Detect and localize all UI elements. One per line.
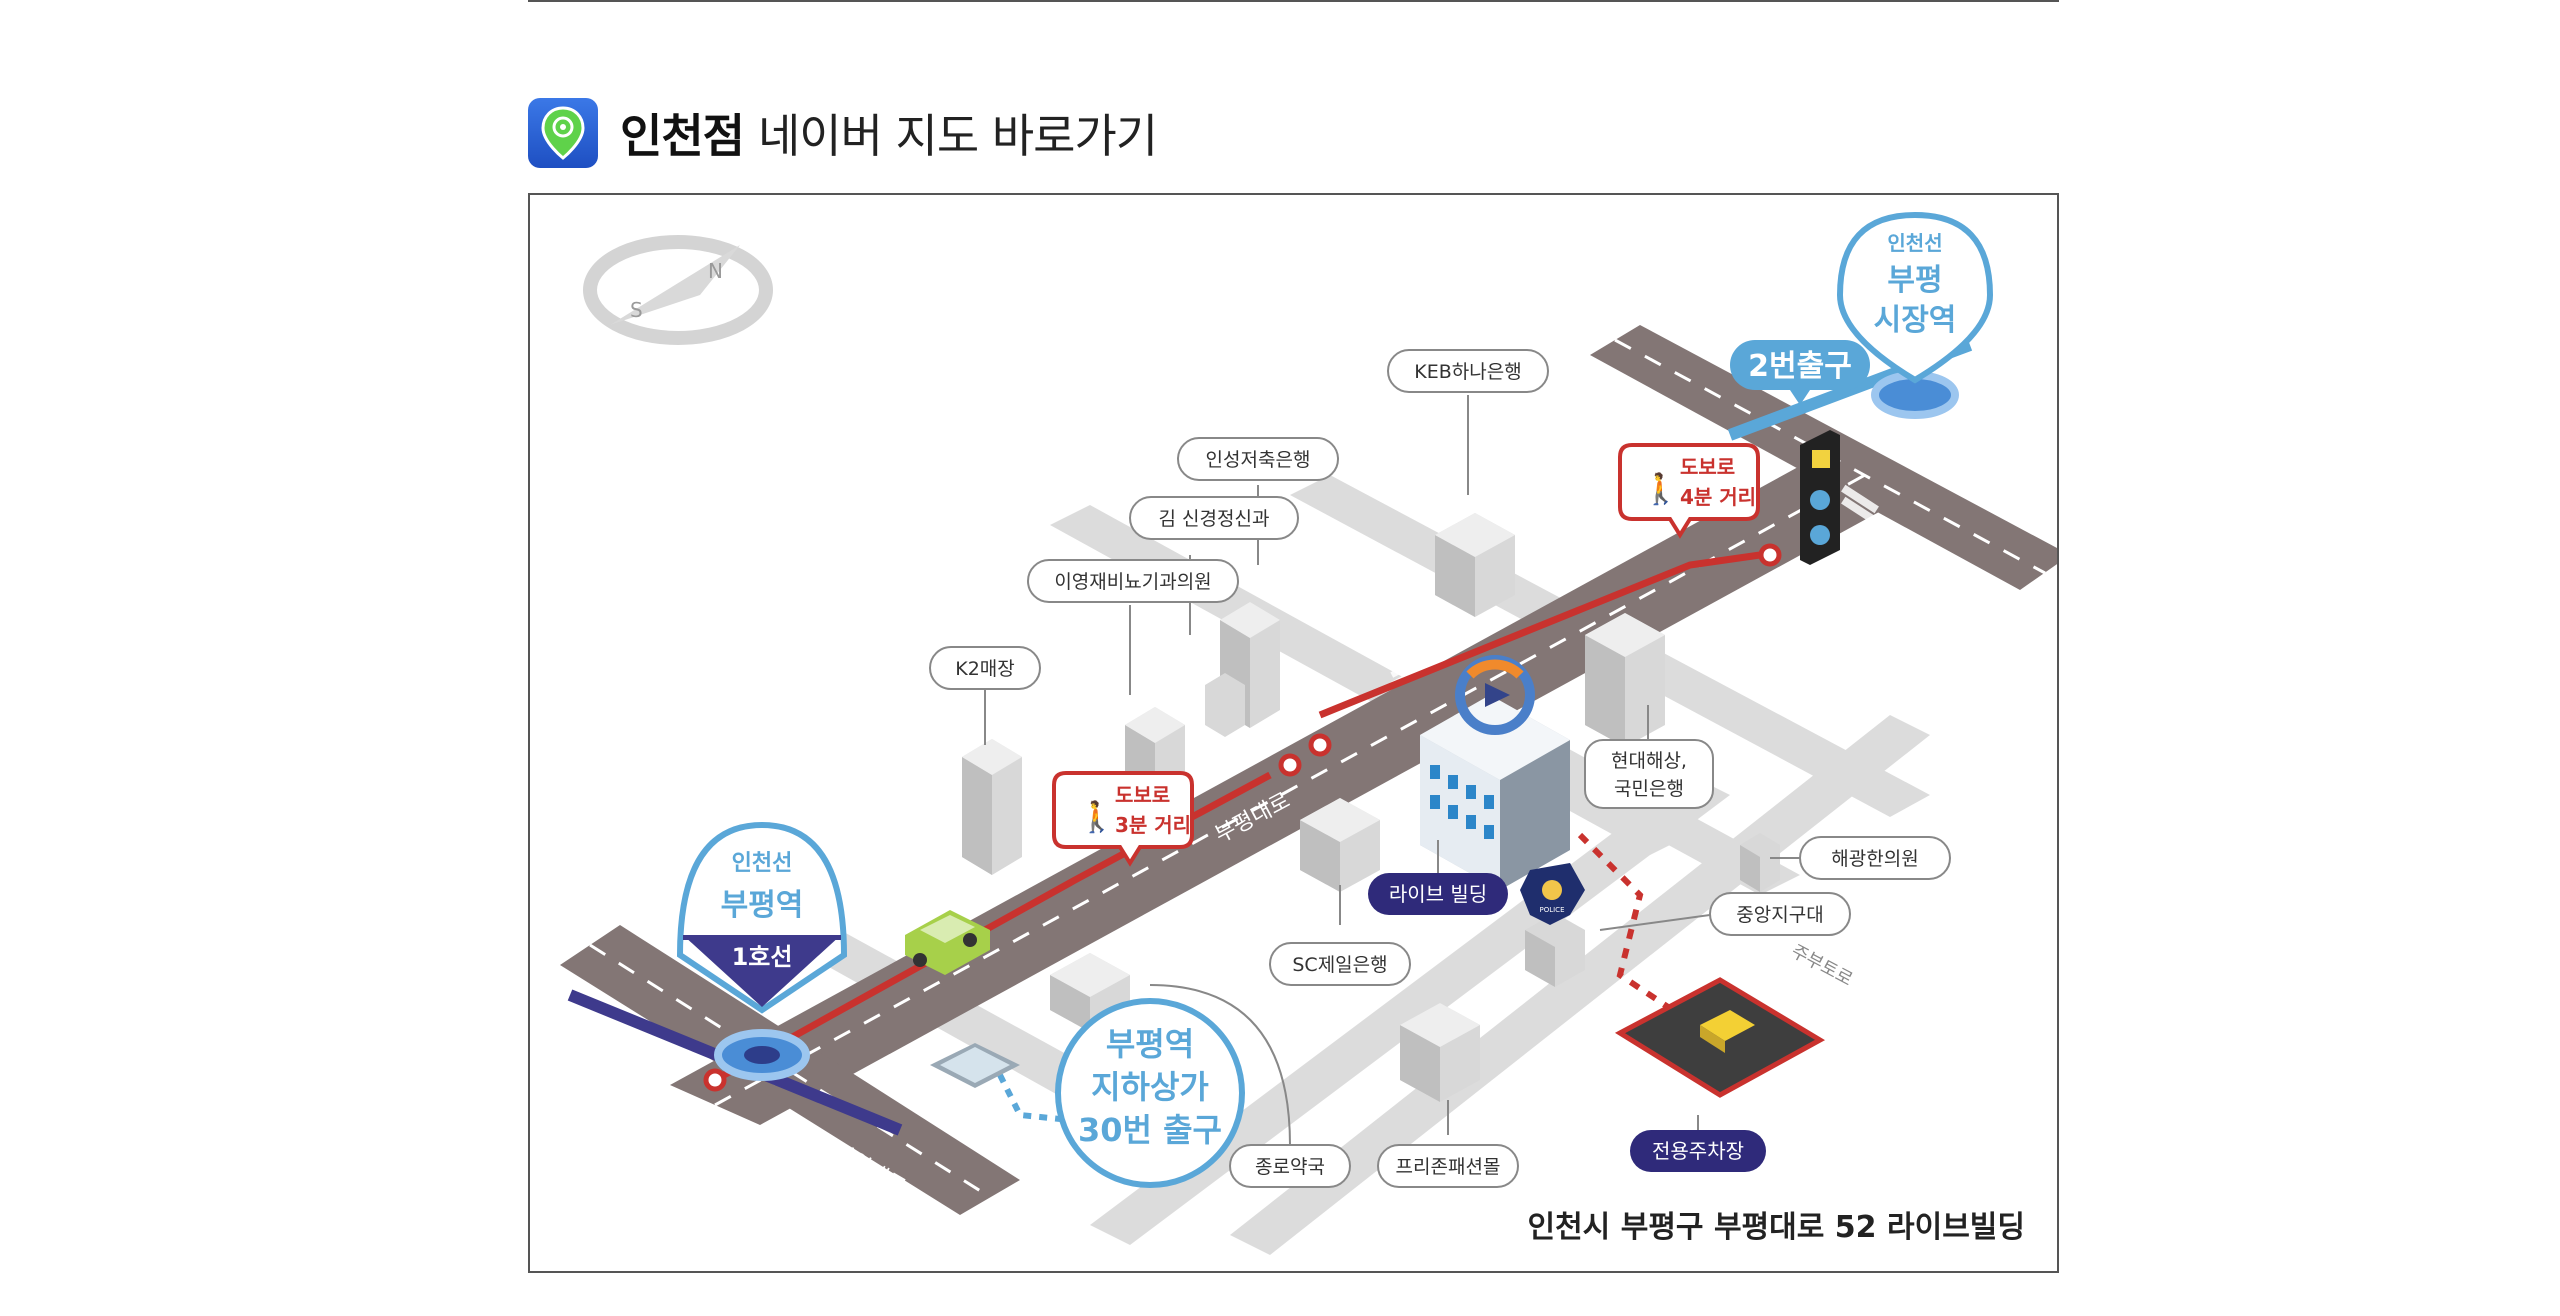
road-label-side: 주부토로: [1788, 941, 1856, 991]
landmark-sc: SC제일은행: [1269, 942, 1411, 986]
underground-mall-callout: 부평역 지하상가 30번 출구: [1055, 998, 1245, 1188]
landmark-haegwang: 해광한의원: [1799, 836, 1951, 880]
landmark-freezone-label: 프리존패션몰: [1396, 1156, 1501, 1178]
live-logo-icon: [1455, 655, 1535, 735]
landmark-keb: KEB하나은행: [1387, 349, 1549, 393]
landmark-hyundai-label-2: 국민은행: [1614, 778, 1684, 800]
branch-name: 인천점: [620, 109, 745, 163]
compass-icon: N S: [583, 235, 773, 345]
walker-icon-right: 🚶: [1642, 471, 1679, 507]
location-map[interactable]: N S: [528, 193, 2059, 1273]
buildings: [962, 513, 1780, 1102]
police-badge-text: POLICE: [1539, 906, 1564, 914]
landmark-police: 중앙지구대: [1709, 892, 1851, 936]
walker-icon: 🚶: [1078, 799, 1115, 835]
top-divider: [528, 0, 2059, 2]
police-badge-icon: POLICE: [1520, 863, 1585, 925]
landmark-kim: 김 신경정신과: [1129, 496, 1299, 540]
walk-callout-right: 🚶 도보로 4분 거리: [1618, 443, 1760, 539]
landmark-jongro: 종로약국: [1229, 1144, 1351, 1188]
walking-routes: [713, 551, 1761, 1084]
landmark-k2-label: K2매장: [955, 658, 1015, 680]
walk-callout-left: 🚶 도보로 3분 거리: [1052, 771, 1194, 867]
walk-left-line2: 3분 거리: [1115, 813, 1191, 837]
exit-tower-icon: [1800, 430, 1840, 565]
naver-map-link[interactable]: 네이버 지도 바로가기: [757, 109, 1158, 163]
landmark-kim-label: 김 신경정신과: [1159, 508, 1270, 530]
station-right-name-1: 부평: [1887, 263, 1942, 298]
walk-left-line1: 도보로: [1115, 783, 1170, 807]
underground-line2: 지하상가: [1091, 1068, 1209, 1106]
landmark-k2: K2매장: [929, 646, 1041, 690]
exit-label: 2번출구: [1748, 349, 1852, 384]
parking-label[interactable]: 전용주차장: [1630, 1130, 1766, 1172]
landmark-jongro-label: 종로약국: [1255, 1156, 1325, 1178]
walk-right-line1: 도보로: [1680, 455, 1735, 479]
landmark-sc-label: SC제일은행: [1292, 954, 1387, 976]
landmark-lee: 이영재비뇨기과의원: [1027, 559, 1239, 603]
address-text: 인천시 부평구 부평대로 52 라이브빌딩: [1527, 1210, 2025, 1245]
live-building[interactable]: [1420, 655, 1570, 890]
landmark-keb-label: KEB하나은행: [1414, 361, 1521, 383]
parking-lot[interactable]: [1614, 977, 1826, 1098]
landmark-insung-label: 인성저축은행: [1206, 449, 1311, 471]
landmark-haegwang-label: 해광한의원: [1831, 848, 1918, 870]
underground-stairs-icon: [930, 1043, 1020, 1088]
route-markers: [703, 543, 1782, 1092]
compass-south: S: [630, 298, 643, 322]
landmark-insung: 인성저축은행: [1177, 437, 1339, 481]
underground-line1: 부평역: [1106, 1025, 1194, 1063]
station-left-sub: 1호선: [732, 943, 793, 971]
map-pin-icon[interactable]: [528, 98, 598, 168]
landmark-freezone: 프리존패션몰: [1377, 1144, 1519, 1188]
station-right-line: 인천선: [1887, 231, 1942, 255]
landmark-police-label: 중앙지구대: [1736, 904, 1823, 926]
station-left-name: 부평역: [721, 888, 804, 923]
live-building-label[interactable]: 라이브 빌딩: [1368, 873, 1508, 915]
underground-line3: 30번 출구: [1078, 1111, 1222, 1149]
walk-right-line2: 4분 거리: [1680, 485, 1756, 509]
station-right-marker[interactable]: 인천선 부평 시장역 2번출구: [1730, 211, 1994, 419]
station-left-line: 인천선: [732, 851, 793, 876]
landmark-hyundai-label-1: 현대해상,: [1611, 750, 1687, 772]
station-left-marker[interactable]: 인천선 부평역 1호선: [676, 821, 848, 1081]
landmark-hyundai: 현대해상, 국민은행: [1584, 739, 1714, 809]
parking-route: [1577, 832, 1682, 1018]
station-right-name-2: 시장역: [1874, 303, 1957, 338]
parking-label-text: 전용주차장: [1652, 1139, 1744, 1163]
car-icon: [905, 910, 990, 975]
compass-north: N: [708, 259, 723, 283]
live-building-label-text: 라이브 빌딩: [1389, 882, 1487, 906]
landmark-lee-label: 이영재비뇨기과의원: [1054, 571, 1211, 593]
